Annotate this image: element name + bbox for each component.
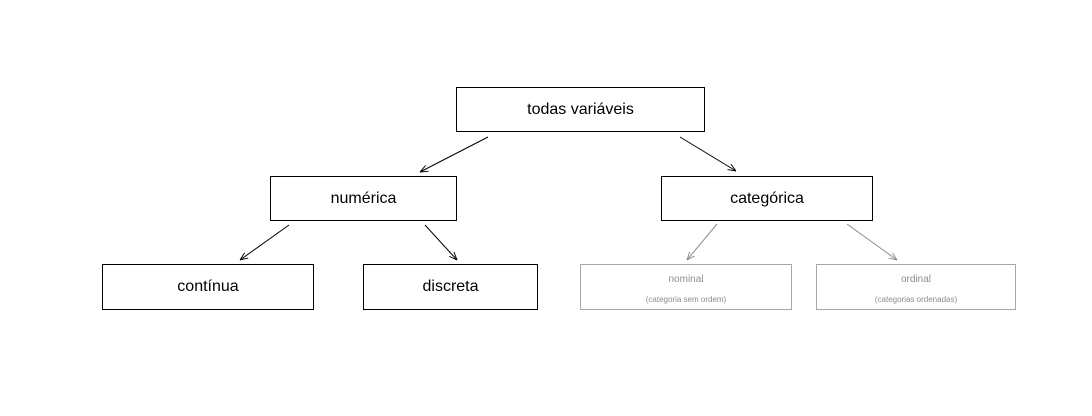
edge-categorical-to-nominal [687,223,718,260]
node-continuous-label: contínua [177,278,239,295]
node-all-variables-label: todas variáveis [527,100,634,118]
node-nominal: nominal (categoria sem ordem) [580,264,792,310]
node-categorical-label: categórica [730,189,804,207]
edge-numeric-to-continuous [240,224,290,260]
node-all-variables: todas variáveis [456,87,705,132]
node-continuous: contínua [102,264,314,310]
edge-root-to-categorical [679,136,736,171]
edge-categorical-to-ordinal [846,223,897,260]
node-numeric-label: numérica [330,189,397,207]
node-categorical: categórica [661,176,873,221]
node-numeric: numérica [270,176,457,221]
node-ordinal-note: (categorias ordenadas) [874,295,958,304]
edge-root-to-numeric [420,136,489,172]
node-ordinal-label: ordinal [900,274,932,285]
node-discrete-label: discreta [422,278,479,295]
node-nominal-note: (categoria sem ordem) [645,295,727,304]
node-discrete: discreta [363,264,538,310]
node-ordinal: ordinal (categorias ordenadas) [816,264,1016,310]
node-nominal-label: nominal [668,274,704,285]
edge-numeric-to-discrete [424,224,457,260]
